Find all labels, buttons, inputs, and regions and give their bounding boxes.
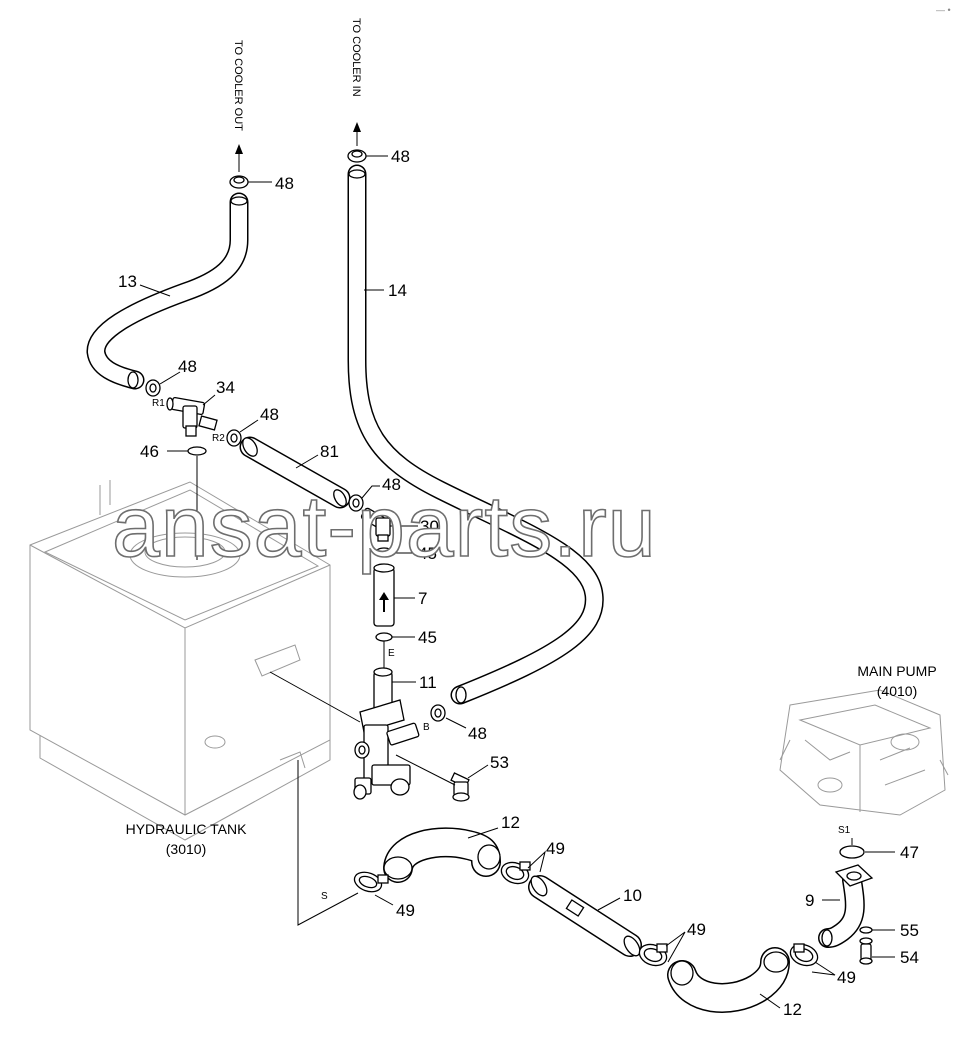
part-number-9: 9 <box>805 891 814 910</box>
clamp-48-cooler-out <box>229 175 249 189</box>
part-number-48-cooler-in: 48 <box>391 147 410 166</box>
hose-12-upper <box>383 827 501 883</box>
part-number-12-upper: 12 <box>501 813 520 832</box>
arrow-cooler-out <box>235 144 243 172</box>
part-number-48-elbow: 48 <box>382 475 401 494</box>
part-number-49-c: 49 <box>687 920 706 939</box>
clamp-48-cooler-in <box>347 149 367 163</box>
part-number-46: 46 <box>140 442 159 461</box>
label-to-cooler-in: TO COOLER IN <box>350 18 362 97</box>
clamp-48-r1 <box>145 379 161 397</box>
corner-mark: — • <box>936 5 951 15</box>
part-number-49-a: 49 <box>396 901 415 920</box>
part-number-48-port-b: 48 <box>468 724 487 743</box>
part-number-49-b: 49 <box>546 839 565 858</box>
part-number-48-cooler-out: 48 <box>275 174 294 193</box>
part-number-30: 30 <box>420 517 439 536</box>
hose-clamp-49-a <box>353 871 389 893</box>
hose-12-lower <box>667 947 790 1013</box>
label-to-cooler-out: TO COOLER OUT <box>232 40 244 131</box>
pipe-10 <box>528 875 642 957</box>
valve-block-11 <box>353 667 420 800</box>
o-ring-45-upper <box>375 547 393 557</box>
watermark: ansat-parts.ru <box>112 479 657 575</box>
part-number-11: 11 <box>419 673 437 692</box>
main-pump-code: (4010) <box>877 683 917 699</box>
hose-clamp-49-b <box>500 861 531 885</box>
hose-clamp-49-d <box>789 943 819 967</box>
part-number-7: 7 <box>418 589 427 608</box>
part-number-34: 34 <box>216 378 235 397</box>
bolt-54 <box>859 943 873 965</box>
part-number-49-d: 49 <box>837 968 856 987</box>
hydraulic-tank-outline <box>29 480 331 841</box>
part-number-55: 55 <box>900 921 919 940</box>
clamp-48-r2 <box>226 429 242 447</box>
tee-fitting-34 <box>166 396 218 437</box>
port-label-b: B <box>423 722 430 733</box>
hose-14 <box>347 164 604 705</box>
o-ring-45-lower <box>375 632 393 642</box>
hose-81 <box>239 436 351 509</box>
port-label-r1: R1 <box>152 398 165 409</box>
part-number-54: 54 <box>900 948 919 967</box>
part-number-45-lower: 45 <box>418 628 437 647</box>
port-label-s1: S1 <box>838 825 851 836</box>
port-label-r2: R2 <box>212 433 225 444</box>
port-label-e: E <box>388 648 395 659</box>
main-pump-outline <box>779 689 949 816</box>
hose-clamp-49-c <box>638 943 668 967</box>
part-number-12-lower: 12 <box>783 1000 802 1019</box>
clamp-48-port-b <box>430 704 446 722</box>
part-number-45-upper: 45 <box>418 544 437 563</box>
part-number-10: 10 <box>623 886 642 905</box>
arrow-cooler-in <box>353 122 361 146</box>
leader-lines <box>139 155 895 1009</box>
part-number-53: 53 <box>490 753 509 772</box>
check-valve-7 <box>373 563 395 627</box>
elbow-fitting-30 <box>360 507 391 542</box>
part-number-14: 14 <box>388 281 407 300</box>
port-label-s: S <box>321 891 328 902</box>
hose-13 <box>86 192 249 390</box>
part-number-13: 13 <box>118 272 137 291</box>
bolt-53 <box>450 772 470 802</box>
part-number-47: 47 <box>900 843 919 862</box>
pipe-9 <box>818 864 874 948</box>
part-number-48-r1: 48 <box>178 357 197 376</box>
hydraulic-tank-name: HYDRAULIC TANK <box>126 821 248 837</box>
clamp-48-elbow <box>348 494 364 512</box>
o-ring-46 <box>187 446 207 456</box>
main-pump-name: MAIN PUMP <box>857 663 936 679</box>
part-number-48-r2: 48 <box>260 405 279 424</box>
part-number-81: 81 <box>320 442 339 461</box>
washer-55 <box>859 926 873 945</box>
o-ring-47 <box>839 845 865 859</box>
hydraulic-tank-code: (3010) <box>166 841 206 857</box>
